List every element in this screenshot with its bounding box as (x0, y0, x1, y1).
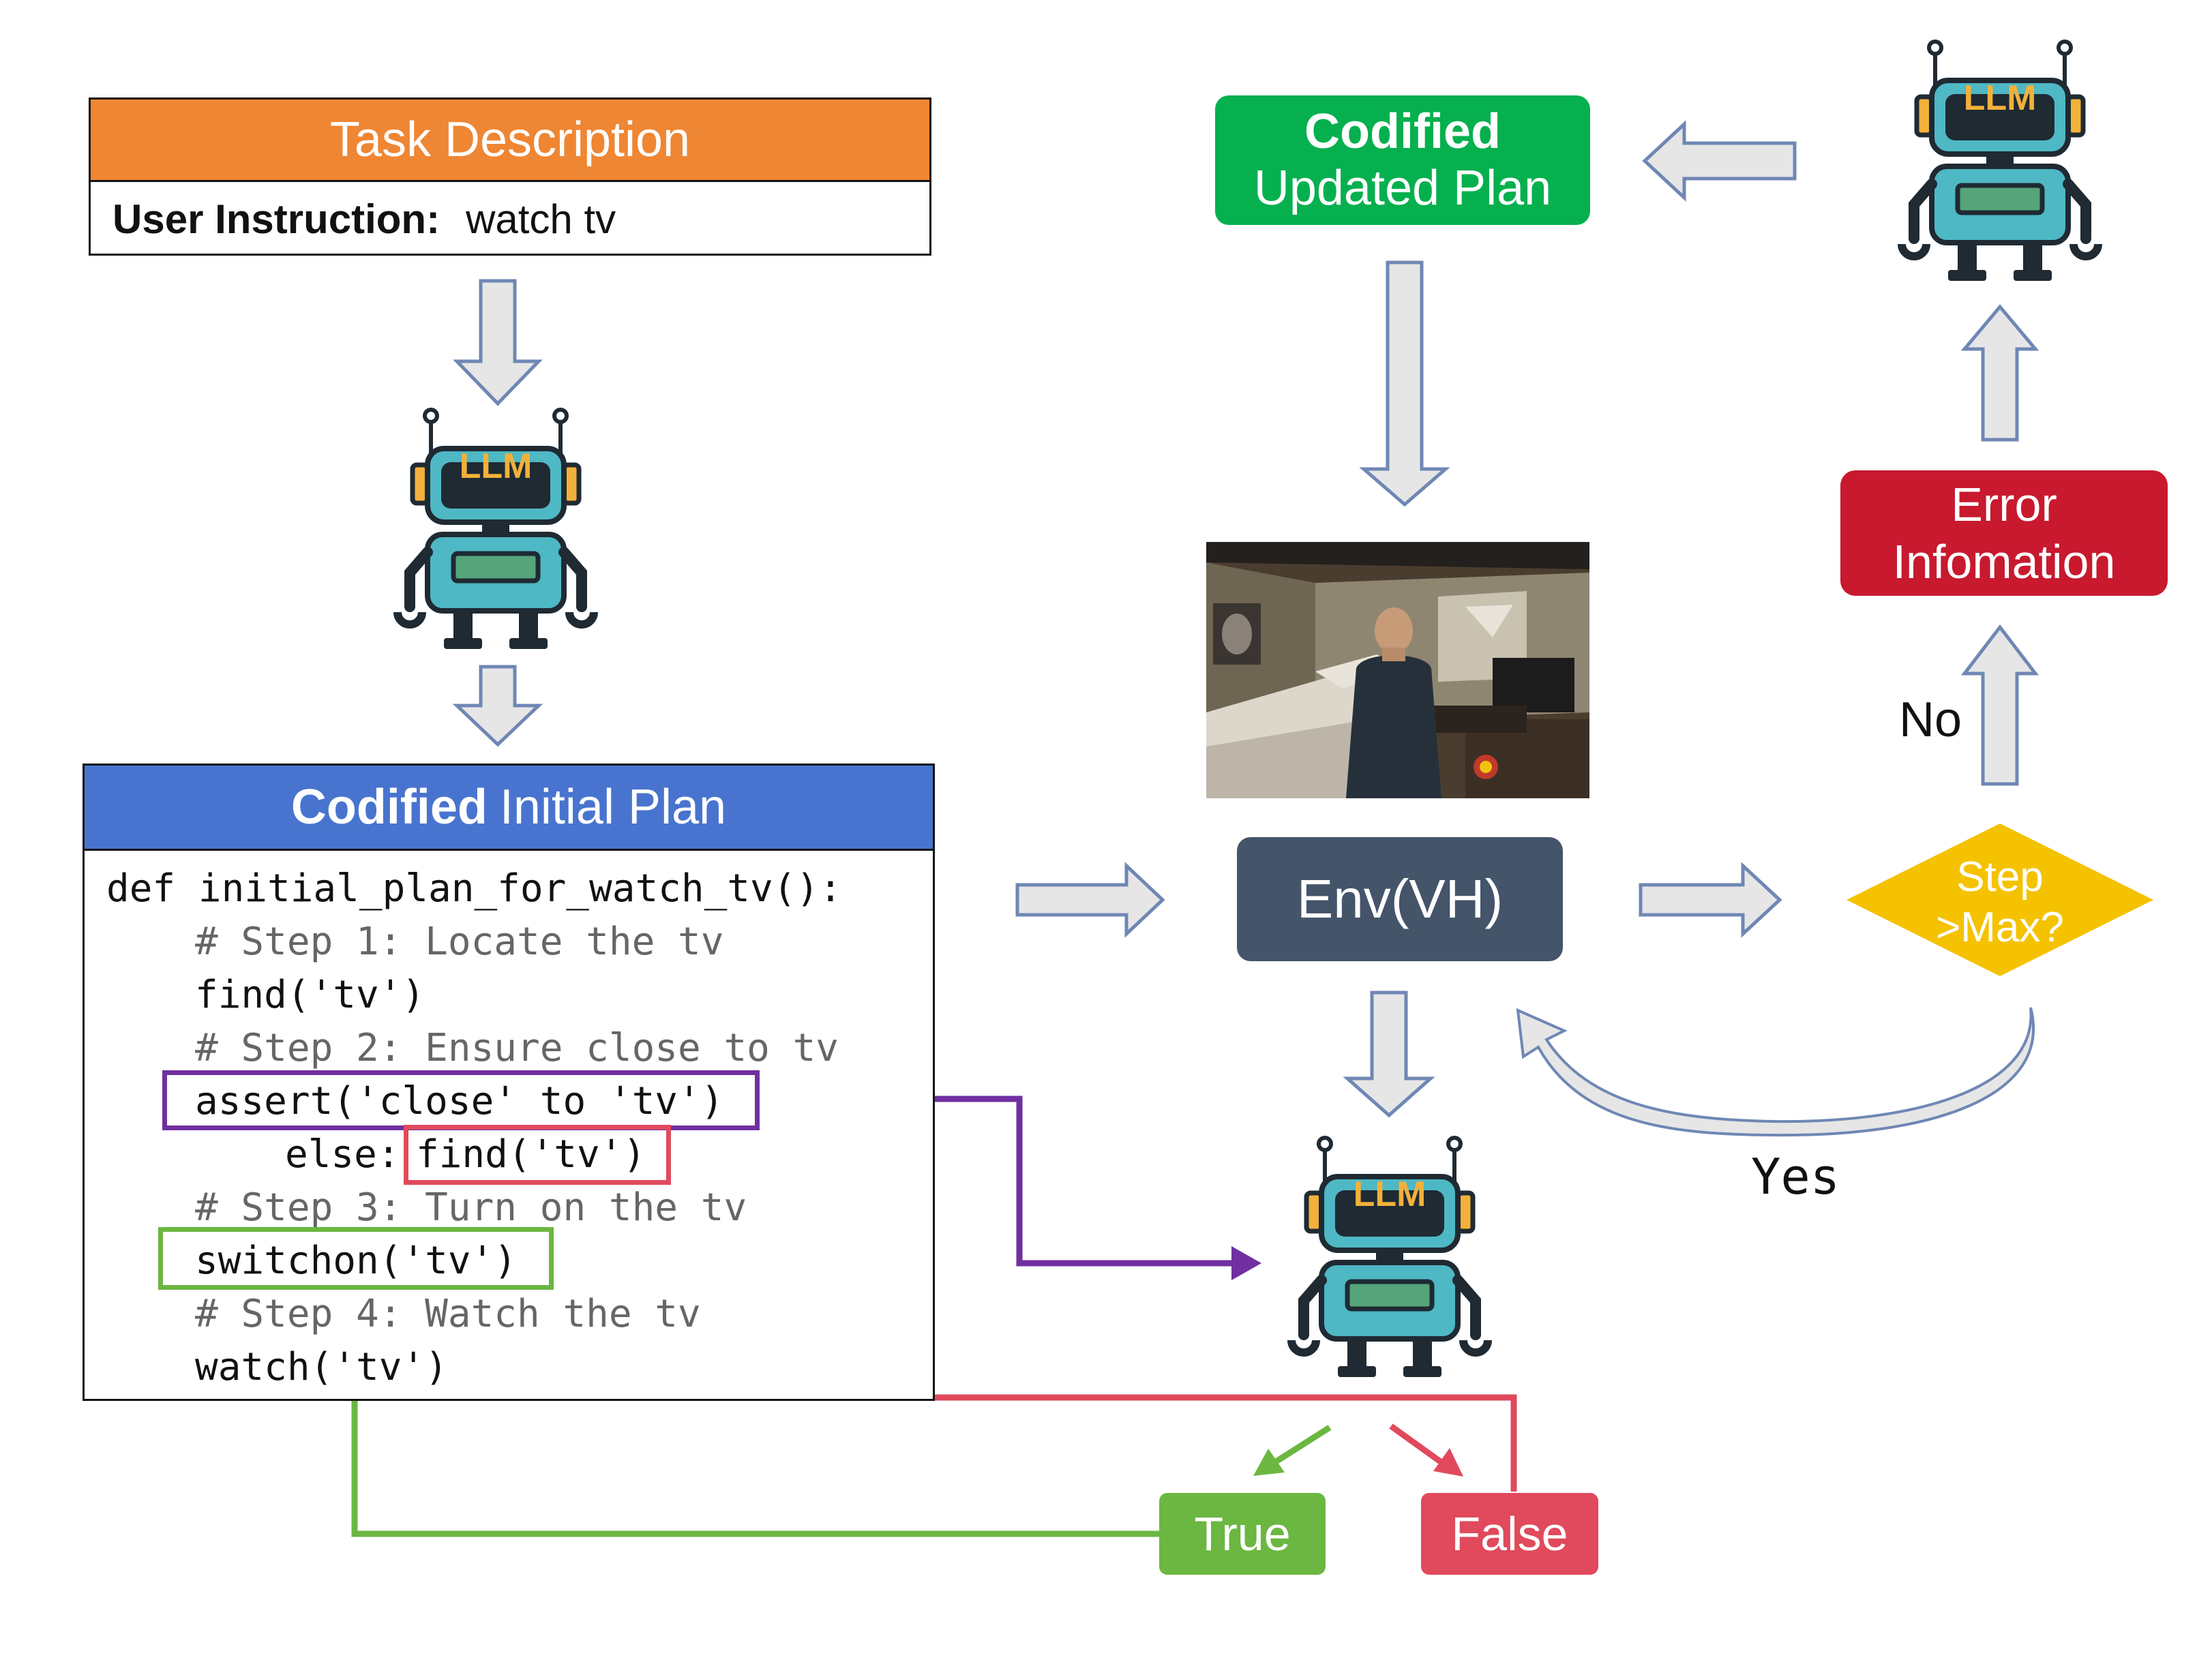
updated-plan-title-bold: Codified (1304, 104, 1501, 160)
arrow-llm-to-updated (1642, 120, 1797, 202)
true-outcome-box: True (1159, 1493, 1326, 1575)
updated-plan-title-rest: Updated Plan (1253, 161, 1552, 215)
robot-icon (1902, 42, 2098, 281)
updated-plan-box: Codified Updated Plan (1215, 95, 1590, 225)
robot-badge: LLM (1963, 78, 2037, 118)
user-instruction-row: User Instruction: watch tv (91, 182, 929, 256)
robot-badge: LLM (1353, 1175, 1426, 1214)
code-line: def initial_plan_for_watch_tv(): (106, 866, 842, 911)
user-instruction-value: watch tv (466, 196, 616, 242)
code-line: assert('close' to 'tv') (195, 1079, 724, 1123)
code-line: watch('tv') (195, 1345, 448, 1389)
code-comment: # Step 2: Ensure close to tv (195, 1026, 839, 1070)
robot-icon (398, 410, 594, 649)
code-line: find('tv') (416, 1132, 646, 1177)
error-line-2: Infomation (1892, 535, 2116, 588)
user-instruction-label: User Instruction: (113, 196, 440, 242)
task-description-title: Task Description (91, 100, 929, 182)
code-comment: # Step 4: Watch the tv (195, 1292, 701, 1336)
initial-plan-title-rest: Initial Plan (499, 780, 727, 834)
decision-line-1: Step (1956, 853, 2044, 901)
initial-plan-title-bold: Codified (290, 780, 488, 834)
env-box: Env(VH) (1237, 837, 1563, 961)
arrow-decision-to-error (1960, 624, 2039, 786)
true-diagonal-arrow (1270, 1425, 1332, 1467)
robot-icon (1291, 1138, 1488, 1377)
decision-label: Step >Max? (1928, 852, 2072, 954)
decision-diamond (1847, 824, 2153, 976)
arrow-llm-to-plan (452, 665, 543, 747)
arrow-env-to-decision (1639, 862, 1782, 938)
initial-plan-box: Codified Initial Plan (83, 764, 935, 1401)
arrow-updated-to-env (1359, 260, 1450, 507)
error-line-1: Error (1951, 478, 2057, 531)
switchon-highlight-box (158, 1227, 554, 1290)
error-information-box: Error Infomation (1840, 470, 2168, 596)
assert-highlight-box (162, 1070, 760, 1130)
else-find-highlight-box (404, 1125, 671, 1185)
task-description-box: Task Description User Instruction: watch… (89, 97, 931, 256)
false-outcome-box: False (1421, 1493, 1598, 1575)
code-comment: # Step 1: Locate the tv (195, 920, 724, 964)
arrow-error-to-llm (1960, 304, 2039, 442)
yes-curve-arrow (1516, 1007, 2035, 1137)
arrow-plan-to-env (1015, 862, 1165, 938)
env-scene-image (1206, 542, 1589, 798)
initial-plan-title: Codified Initial Plan (85, 766, 933, 851)
false-diagonal-arrow (1389, 1423, 1446, 1467)
no-label: No (1899, 693, 1962, 747)
robot-badge: LLM (459, 447, 533, 486)
code-line: switchon('tv') (195, 1239, 518, 1283)
yes-label: Yes (1751, 1148, 1840, 1205)
decision-line-2: >Max? (1936, 904, 2064, 952)
code-line: find('tv') (195, 973, 425, 1017)
code-line: else: (285, 1132, 400, 1177)
arrow-task-to-llm (453, 279, 543, 406)
arrow-env-to-llm (1343, 991, 1435, 1118)
code-comment: # Step 3: Turn on the tv (195, 1185, 747, 1230)
